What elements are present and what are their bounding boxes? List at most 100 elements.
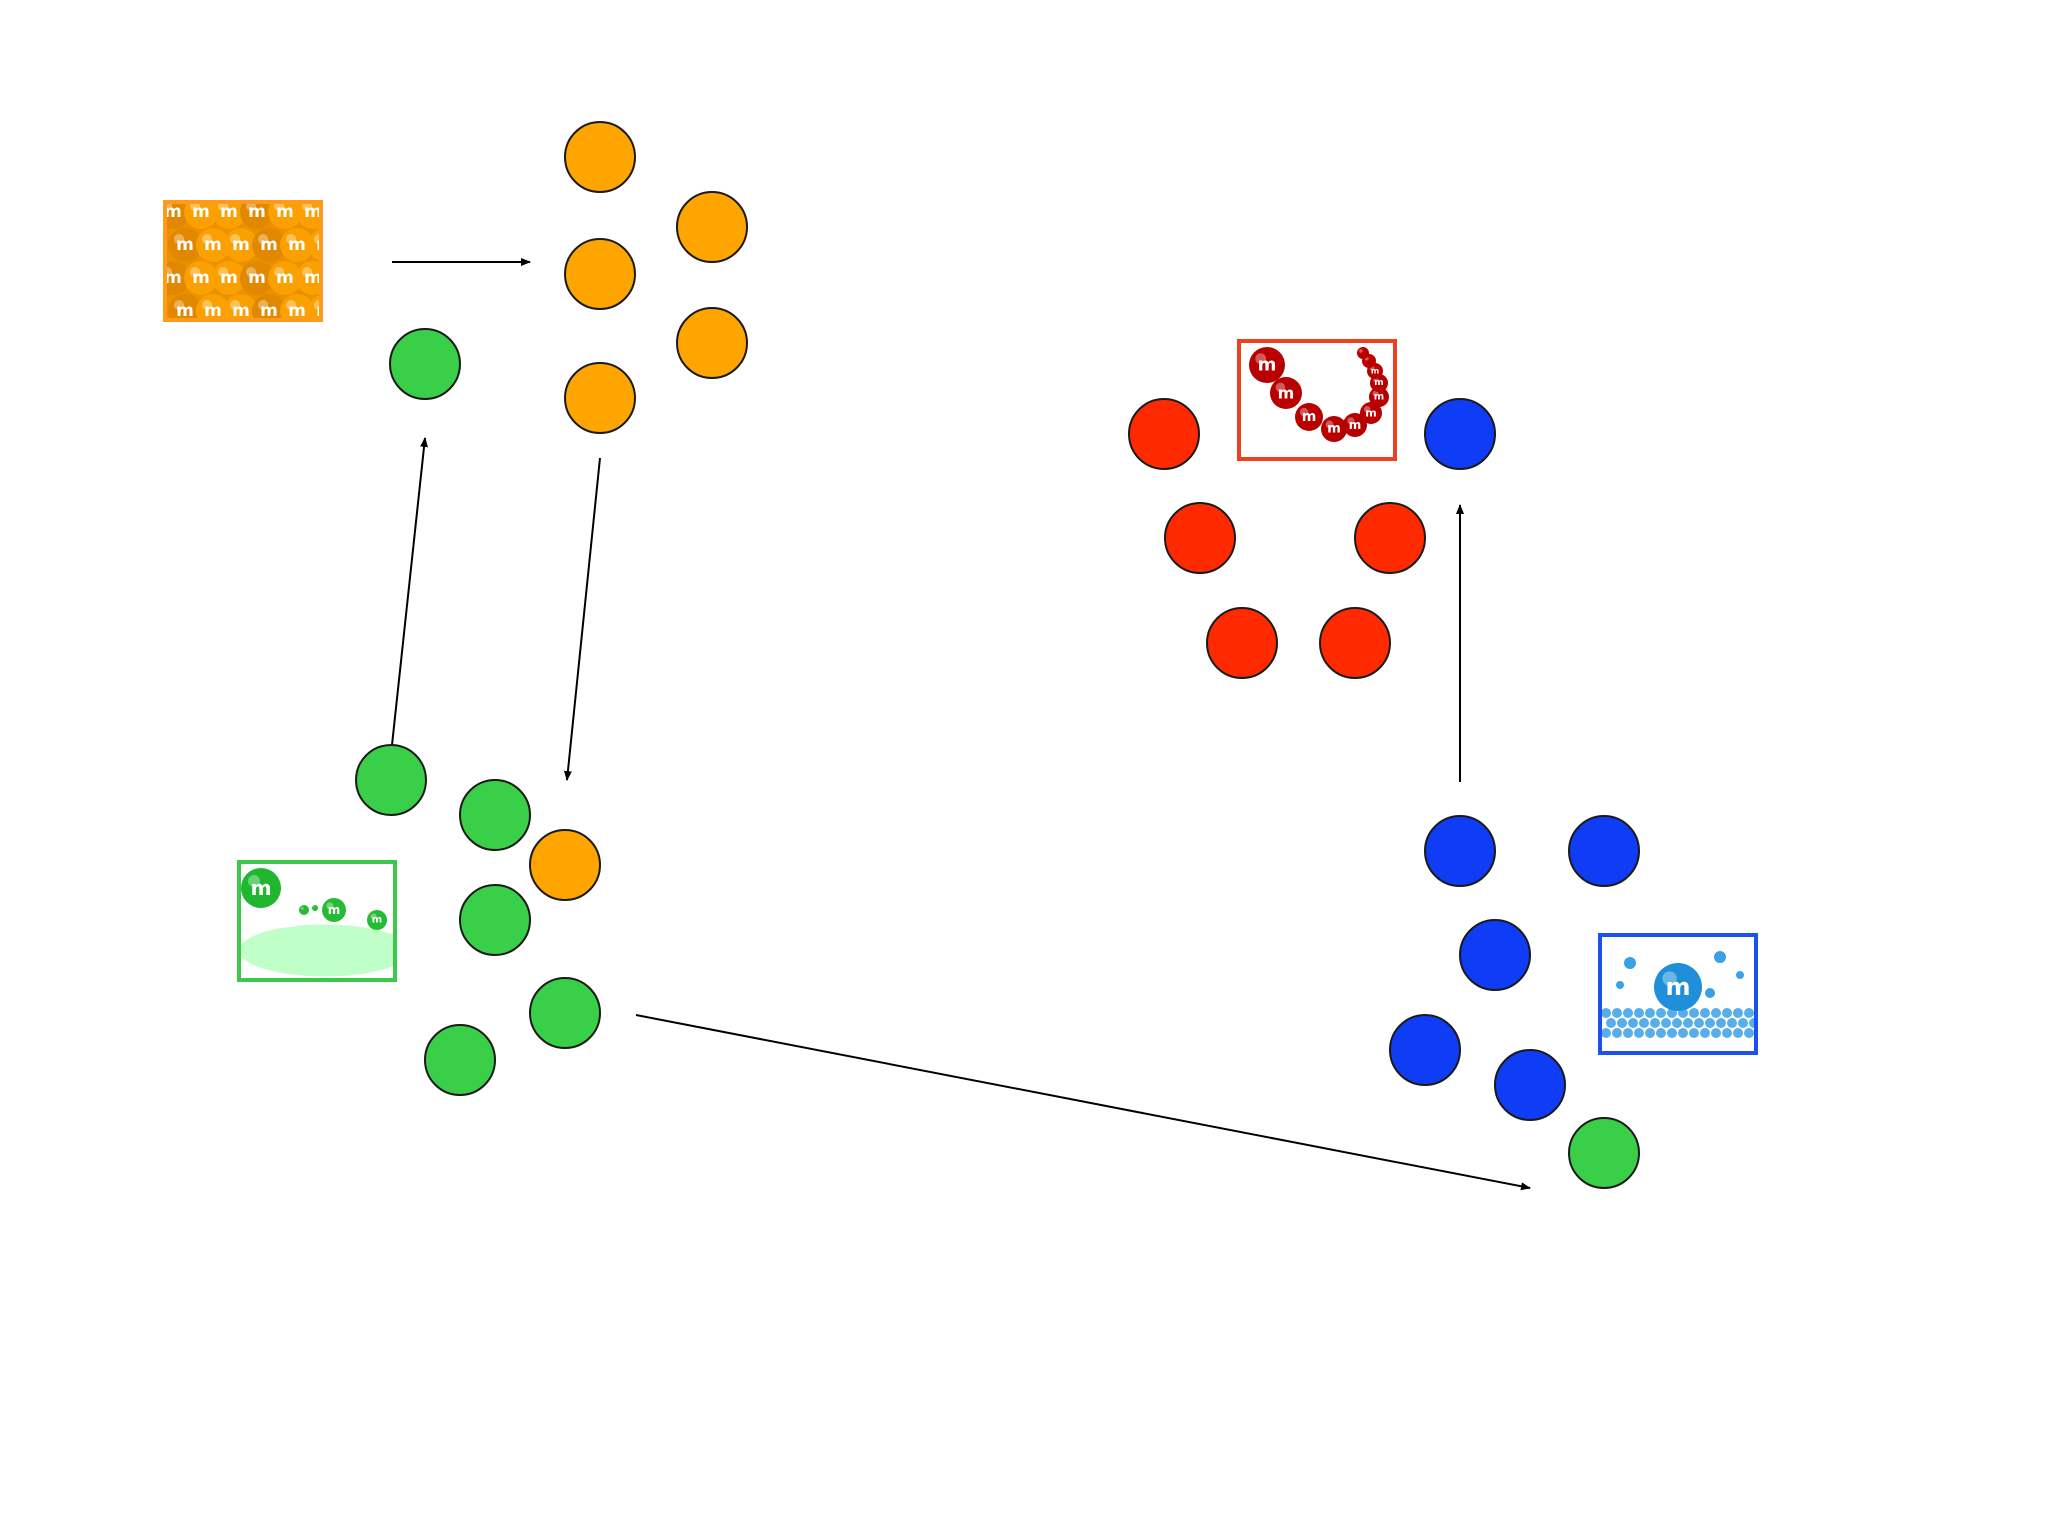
svg-text:m: m bbox=[276, 202, 294, 222]
svg-text:m: m bbox=[192, 268, 210, 288]
green-dot bbox=[459, 779, 531, 851]
red-candy-photo-frame bbox=[1237, 339, 1397, 461]
candy-piece: m bbox=[224, 294, 258, 321]
candy-piece: m bbox=[308, 228, 334, 262]
svg-text:m: m bbox=[304, 268, 322, 288]
svg-text:m: m bbox=[192, 202, 210, 222]
red-dot bbox=[1206, 607, 1278, 679]
flow-arrow bbox=[391, 437, 429, 746]
blue-candy-photo-frame bbox=[1598, 933, 1758, 1055]
svg-text:m: m bbox=[1302, 409, 1317, 425]
svg-text:m: m bbox=[232, 235, 250, 255]
candy-piece: m bbox=[168, 294, 202, 321]
candy-piece: m bbox=[1270, 377, 1302, 409]
svg-text:m: m bbox=[316, 235, 334, 255]
candy-piece: m bbox=[196, 294, 230, 321]
candy-piece: m bbox=[322, 898, 346, 922]
svg-text:m: m bbox=[1374, 392, 1384, 403]
candy-piece: m bbox=[1654, 963, 1702, 1011]
candy-piece: m bbox=[252, 228, 286, 262]
candy-piece: m bbox=[1321, 416, 1347, 442]
candy-piece bbox=[299, 905, 309, 915]
candy-piece bbox=[1357, 347, 1369, 359]
candy-piece: m bbox=[168, 228, 202, 262]
candy-piece: m bbox=[1295, 403, 1323, 431]
candy-piece: m bbox=[212, 202, 246, 229]
candy-piece: m bbox=[280, 228, 314, 262]
red-dot bbox=[1354, 502, 1426, 574]
svg-text:m: m bbox=[204, 235, 222, 255]
green-dot bbox=[1568, 1117, 1640, 1189]
orange-dot bbox=[564, 121, 636, 193]
svg-text:m: m bbox=[328, 903, 341, 917]
green-candy-photo: m m m bbox=[237, 860, 397, 982]
svg-text:m: m bbox=[1665, 973, 1690, 1001]
blue-dot bbox=[1459, 919, 1531, 991]
blue-dot bbox=[1424, 398, 1496, 470]
svg-text:m: m bbox=[220, 202, 238, 222]
blue-dot bbox=[1424, 815, 1496, 887]
svg-text:m: m bbox=[372, 915, 382, 926]
flow-arrow bbox=[635, 1014, 1531, 1191]
svg-text:m: m bbox=[1371, 367, 1379, 376]
svg-text:m: m bbox=[316, 301, 334, 321]
green-dot bbox=[424, 1024, 496, 1096]
dots-layer bbox=[355, 121, 1640, 1189]
candy-piece: m bbox=[367, 910, 387, 930]
svg-text:m: m bbox=[1365, 407, 1376, 420]
svg-text:m: m bbox=[164, 202, 182, 222]
orange-candy-photo-frame bbox=[163, 200, 323, 322]
candy-piece: m bbox=[252, 294, 286, 320]
orange-dot bbox=[564, 238, 636, 310]
candy-piece: m bbox=[1343, 413, 1367, 437]
svg-text:m: m bbox=[176, 301, 194, 321]
green-candy-photo-frame bbox=[237, 860, 397, 982]
candy-piece: m bbox=[296, 202, 322, 229]
svg-text:m: m bbox=[304, 202, 322, 222]
svg-text:m: m bbox=[204, 301, 222, 321]
candy-piece: m bbox=[1369, 387, 1389, 407]
svg-text:m: m bbox=[232, 301, 250, 321]
candy-piece: m bbox=[1249, 347, 1285, 383]
svg-text:m: m bbox=[164, 268, 182, 288]
svg-text:m: m bbox=[220, 268, 238, 288]
arrows-layer bbox=[391, 258, 1531, 1191]
green-dot bbox=[355, 744, 427, 816]
candy-piece: m bbox=[241, 868, 281, 908]
candy-piece: m bbox=[308, 294, 334, 321]
blue-candy-photo: m bbox=[1598, 933, 1758, 1055]
candy-piece: m bbox=[268, 202, 302, 229]
candy-piece: m bbox=[196, 228, 230, 262]
red-dot bbox=[1164, 502, 1236, 574]
green-dot bbox=[459, 884, 531, 956]
candy-piece: m bbox=[280, 294, 314, 321]
candy-piece: m bbox=[240, 261, 274, 295]
red-dot bbox=[1319, 607, 1391, 679]
candy-piece: m bbox=[184, 261, 218, 295]
svg-text:m: m bbox=[251, 876, 272, 900]
red-dot bbox=[1128, 398, 1200, 470]
svg-text:m: m bbox=[276, 268, 294, 288]
svg-text:m: m bbox=[1349, 418, 1362, 432]
orange-dot bbox=[529, 829, 601, 901]
candy-piece: m bbox=[296, 261, 322, 295]
orange-dot bbox=[564, 362, 636, 434]
svg-text:m: m bbox=[260, 235, 278, 255]
svg-text:m: m bbox=[248, 268, 266, 288]
candy-piece: m bbox=[268, 261, 302, 295]
candy-piece: m bbox=[240, 202, 274, 229]
svg-text:m: m bbox=[176, 235, 194, 255]
svg-text:m: m bbox=[288, 301, 306, 321]
svg-text:m: m bbox=[1327, 422, 1341, 437]
svg-text:m: m bbox=[1374, 378, 1383, 388]
candy-piece: m bbox=[224, 228, 258, 262]
orange-dot bbox=[676, 307, 748, 379]
candy-piece: m bbox=[1360, 402, 1382, 424]
blue-dot bbox=[1568, 815, 1640, 887]
candy-piece: m bbox=[212, 261, 246, 295]
svg-text:m: m bbox=[248, 202, 266, 222]
